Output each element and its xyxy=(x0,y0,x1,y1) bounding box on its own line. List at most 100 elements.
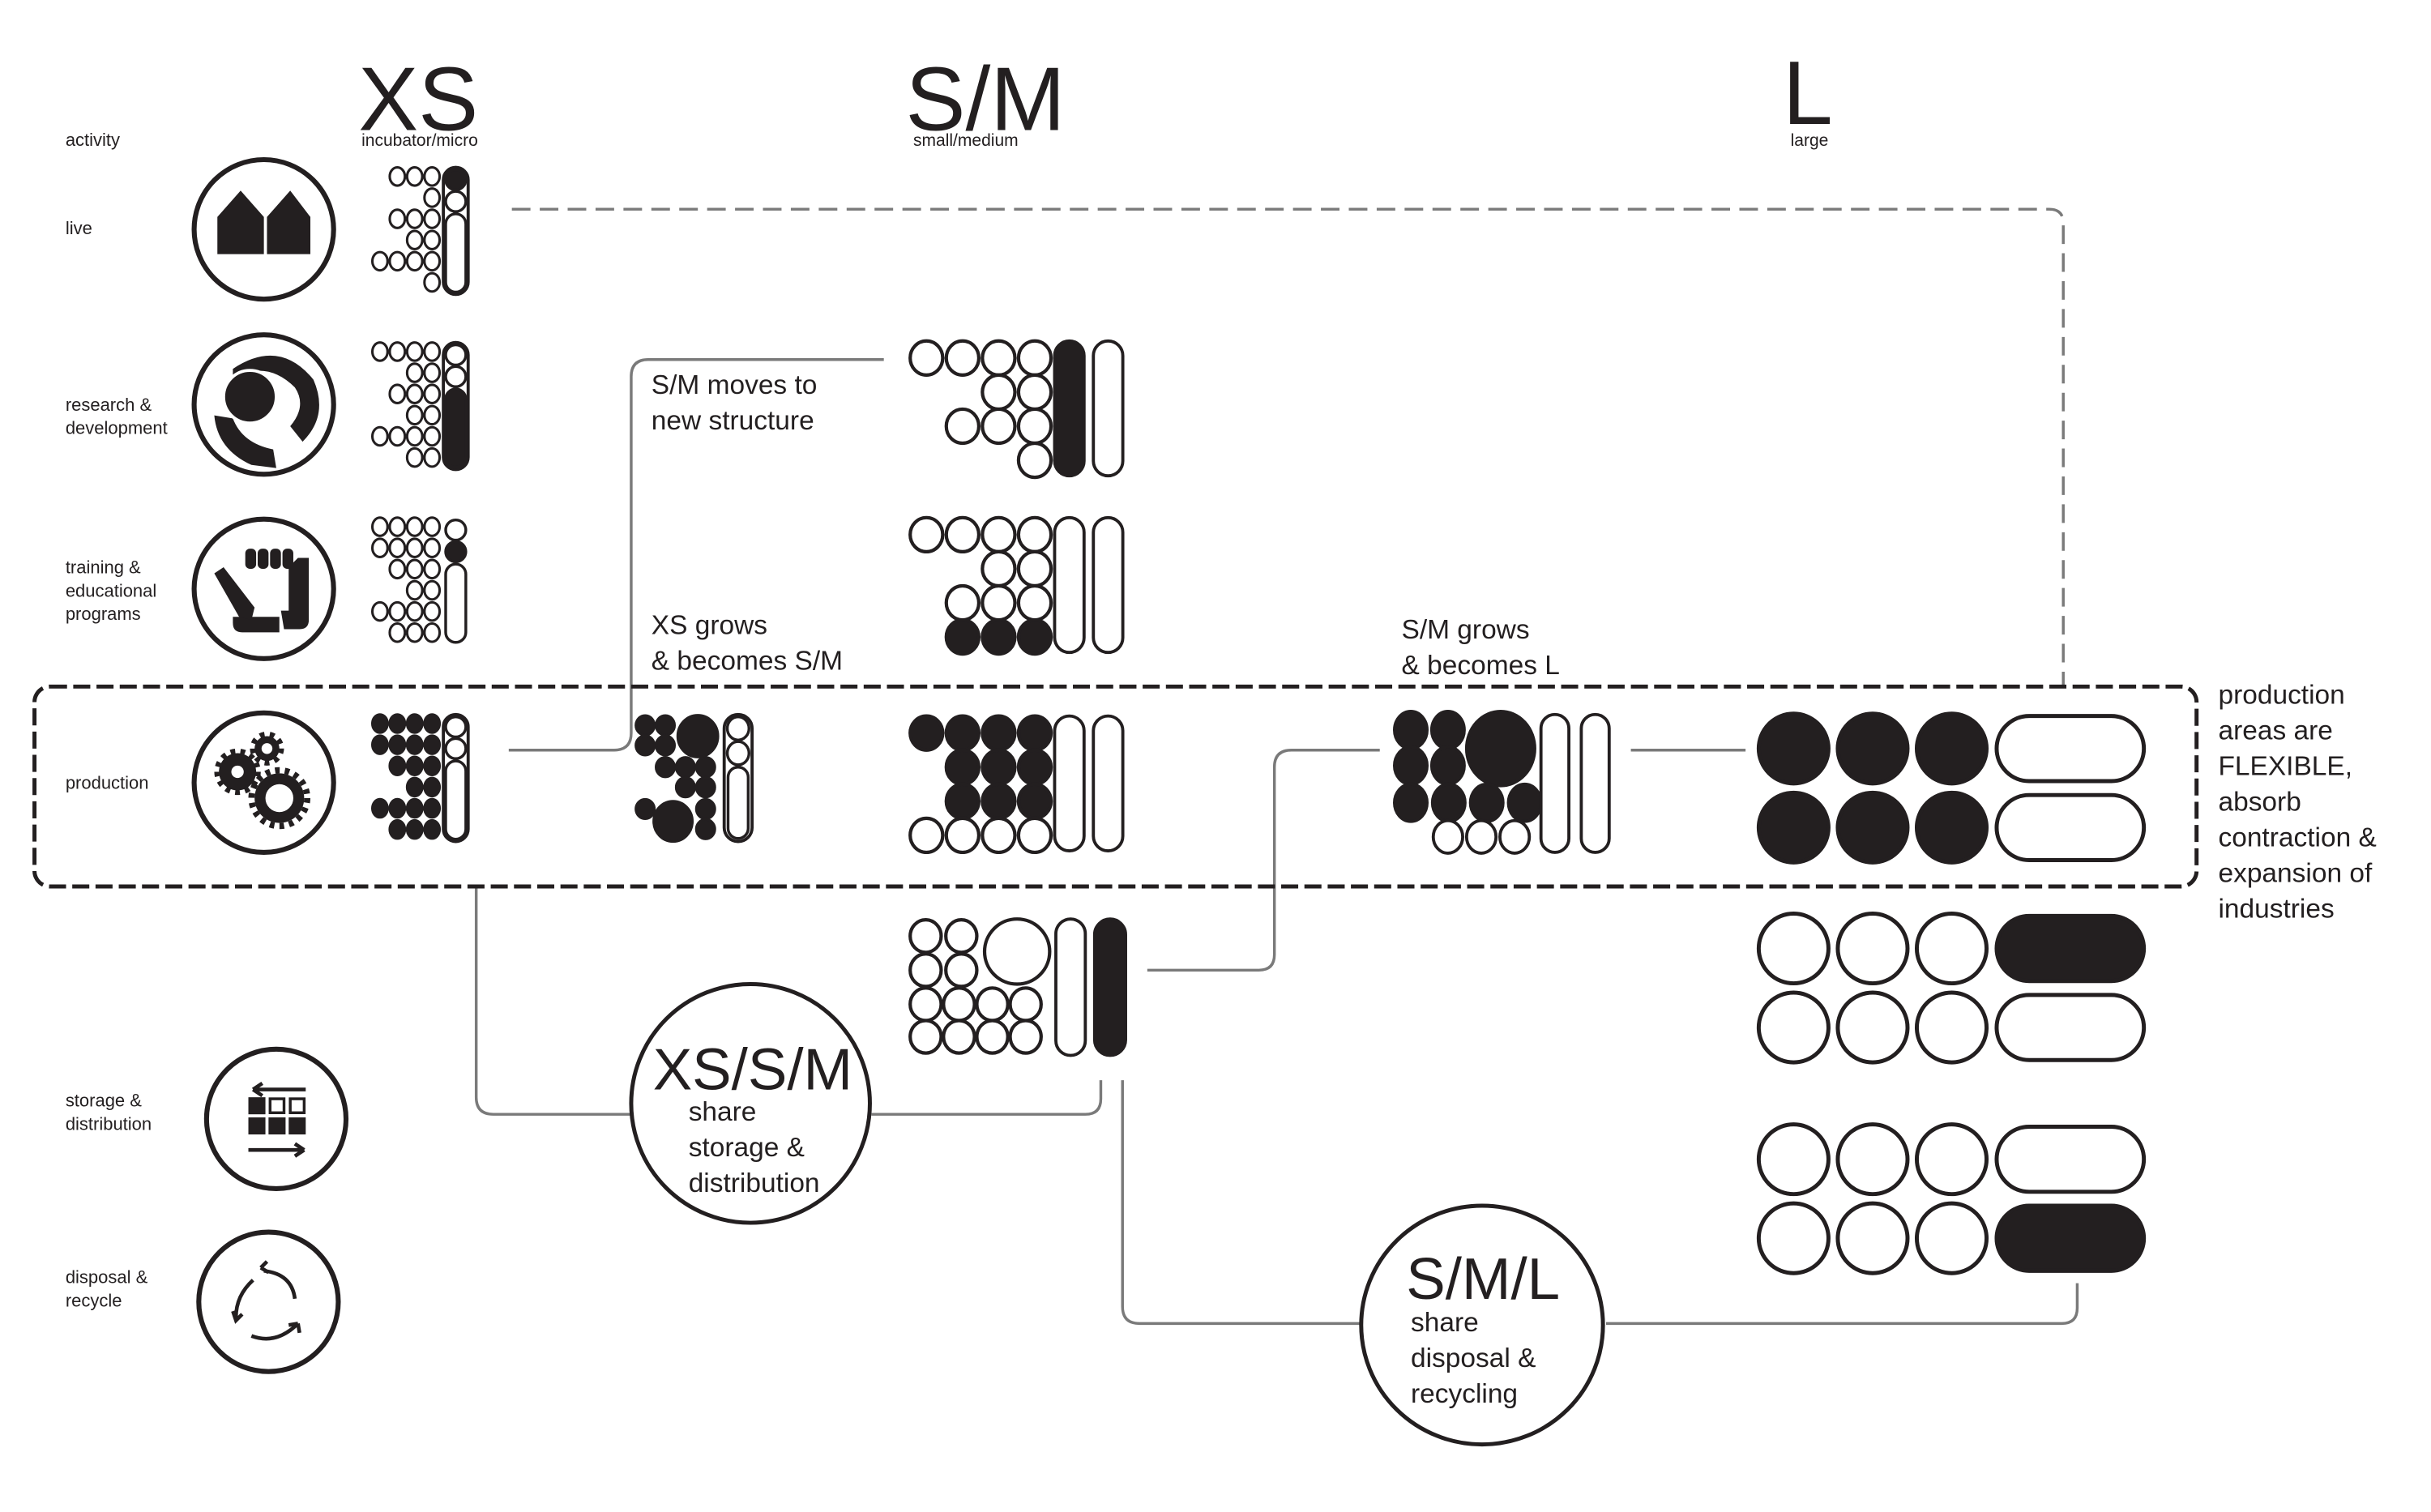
empty-unit xyxy=(908,816,945,855)
cluster-xs-to-sm-production xyxy=(634,712,754,844)
column-headers: activity XS incubator/micro S/M small/me… xyxy=(66,43,1833,150)
activity-labels: live research & development training & e… xyxy=(66,218,168,1311)
empty-unit xyxy=(1835,1122,1910,1197)
empty-unit xyxy=(423,404,442,426)
filled-unit xyxy=(423,797,442,819)
annotation-sm-moves: S/M moves to new structure xyxy=(652,370,825,436)
empty-unit xyxy=(423,250,442,272)
empty-unit xyxy=(370,250,389,272)
empty-unit xyxy=(423,229,442,250)
empty-unit xyxy=(388,516,407,537)
filled-unit xyxy=(634,734,656,757)
activity-label-research: research & development xyxy=(66,395,168,438)
empty-unit xyxy=(444,343,468,367)
empty-unit xyxy=(405,166,424,187)
filled-unit xyxy=(1016,782,1053,820)
empty-unit xyxy=(388,537,407,558)
connectors xyxy=(474,207,2079,1326)
disposal-hub-to-l-connector xyxy=(1605,1283,2079,1326)
filled-unit xyxy=(405,755,424,777)
filled-unit xyxy=(423,818,442,840)
empty-unit xyxy=(975,986,1010,1023)
empty-unit xyxy=(388,621,407,643)
filled-unit xyxy=(1464,709,1536,788)
empty-unit xyxy=(405,208,424,229)
empty-unit xyxy=(444,737,468,760)
houses-icon xyxy=(191,156,336,302)
filled-unit xyxy=(1392,709,1429,750)
storage-hub-title: XS/S/M xyxy=(653,1037,852,1103)
empty-unit xyxy=(423,579,442,601)
disposal-hub: S/M/L share disposal & recycling xyxy=(1359,1203,1605,1447)
empty-unit xyxy=(1835,912,1910,986)
activity-label-training: training & educational programs xyxy=(66,557,162,624)
cluster-sm-production xyxy=(908,714,1125,855)
empty-bay xyxy=(444,759,468,841)
empty-unit xyxy=(405,383,424,404)
empty-unit xyxy=(944,918,979,955)
filled-bay xyxy=(1994,913,2147,984)
empty-unit xyxy=(1756,1201,1831,1275)
filled-unit xyxy=(694,797,716,820)
filled-unit xyxy=(370,734,389,755)
empty-bay xyxy=(1054,917,1087,1057)
cluster-l-disposal xyxy=(1756,1122,2147,1275)
filled-unit xyxy=(981,714,1017,752)
empty-unit xyxy=(1016,441,1053,480)
filled-unit xyxy=(944,714,981,752)
empty-unit xyxy=(1016,515,1053,554)
empty-bay xyxy=(1994,714,2147,784)
empty-unit xyxy=(405,621,424,643)
empty-unit xyxy=(1016,373,1053,412)
column-subtitle-l: large xyxy=(1791,131,1829,150)
empty-unit xyxy=(1431,818,1464,855)
empty-unit xyxy=(388,250,407,272)
empty-unit xyxy=(405,558,424,580)
empty-unit xyxy=(423,446,442,468)
annotation-sm-grows: S/M grows & becomes L xyxy=(1402,615,1560,681)
filled-unit xyxy=(370,713,389,734)
empty-unit xyxy=(370,425,389,447)
empty-unit xyxy=(388,166,407,187)
filled-unit xyxy=(388,797,407,819)
sm-to-disposal-connector xyxy=(1121,1080,1361,1326)
empty-unit xyxy=(1835,990,1910,1065)
empty-unit xyxy=(1914,990,1989,1065)
empty-unit xyxy=(1016,339,1053,377)
filled-unit xyxy=(1835,711,1910,786)
filled-unit xyxy=(944,617,981,656)
filled-unit xyxy=(1016,748,1053,786)
empty-unit xyxy=(982,917,1052,986)
cluster-xs-live xyxy=(370,165,470,297)
disposal-hub-circle xyxy=(1359,1203,1605,1447)
empty-unit xyxy=(944,952,979,989)
activity-label-disposal: disposal & recycle xyxy=(66,1267,153,1311)
filled-unit xyxy=(1914,790,1989,865)
empty-unit xyxy=(423,208,442,229)
empty-unit xyxy=(725,740,751,767)
empty-unit xyxy=(405,579,424,601)
empty-unit xyxy=(1756,1122,1831,1197)
filled-unit xyxy=(423,713,442,734)
empty-unit xyxy=(1914,912,1989,986)
annotations: S/M moves to new structure XS grows & be… xyxy=(652,370,2377,924)
empty-unit xyxy=(908,952,943,989)
empty-unit xyxy=(423,600,442,622)
cluster-sm-storage xyxy=(908,917,1127,1057)
empty-unit xyxy=(1835,1201,1910,1275)
storage-grid-arrows-icon xyxy=(203,1046,349,1192)
empty-unit xyxy=(981,583,1017,622)
filled-unit xyxy=(1835,790,1910,865)
filled-unit xyxy=(694,818,716,840)
cluster-l-storage xyxy=(1756,912,2147,1065)
cluster-l-production xyxy=(1756,711,2147,865)
filled-unit xyxy=(370,797,389,819)
empty-unit xyxy=(444,518,468,542)
empty-unit xyxy=(423,537,442,558)
filled-unit xyxy=(1392,782,1429,823)
filled-unit xyxy=(944,748,981,786)
filled-unit xyxy=(634,714,656,737)
cluster-xs-research xyxy=(370,340,470,472)
empty-unit xyxy=(1016,816,1053,855)
